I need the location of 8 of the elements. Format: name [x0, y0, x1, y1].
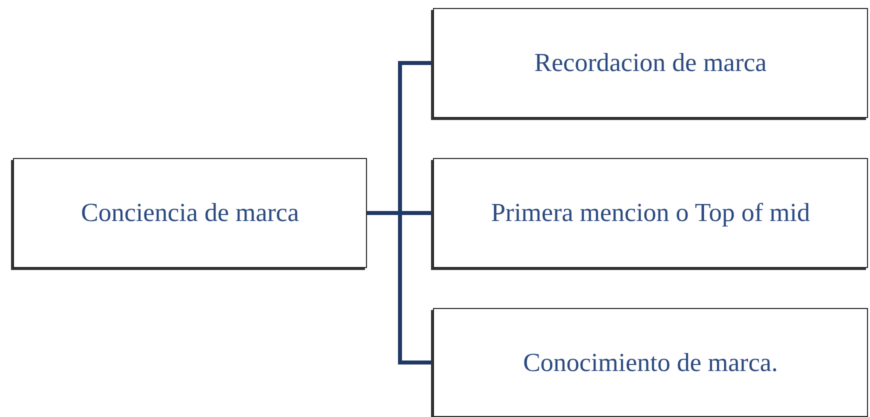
- text-box: [433, 8, 868, 118]
- box-label: Recordacion de marca: [534, 48, 767, 78]
- box-label: Conocimiento de marca.: [523, 348, 778, 378]
- text-box: [433, 308, 868, 417]
- box-label: Primera mencion o Top of mid: [490, 198, 810, 228]
- box-label: Conciencia de marca: [81, 198, 299, 228]
- text-box: [13, 158, 367, 268]
- text-box: [433, 158, 868, 268]
